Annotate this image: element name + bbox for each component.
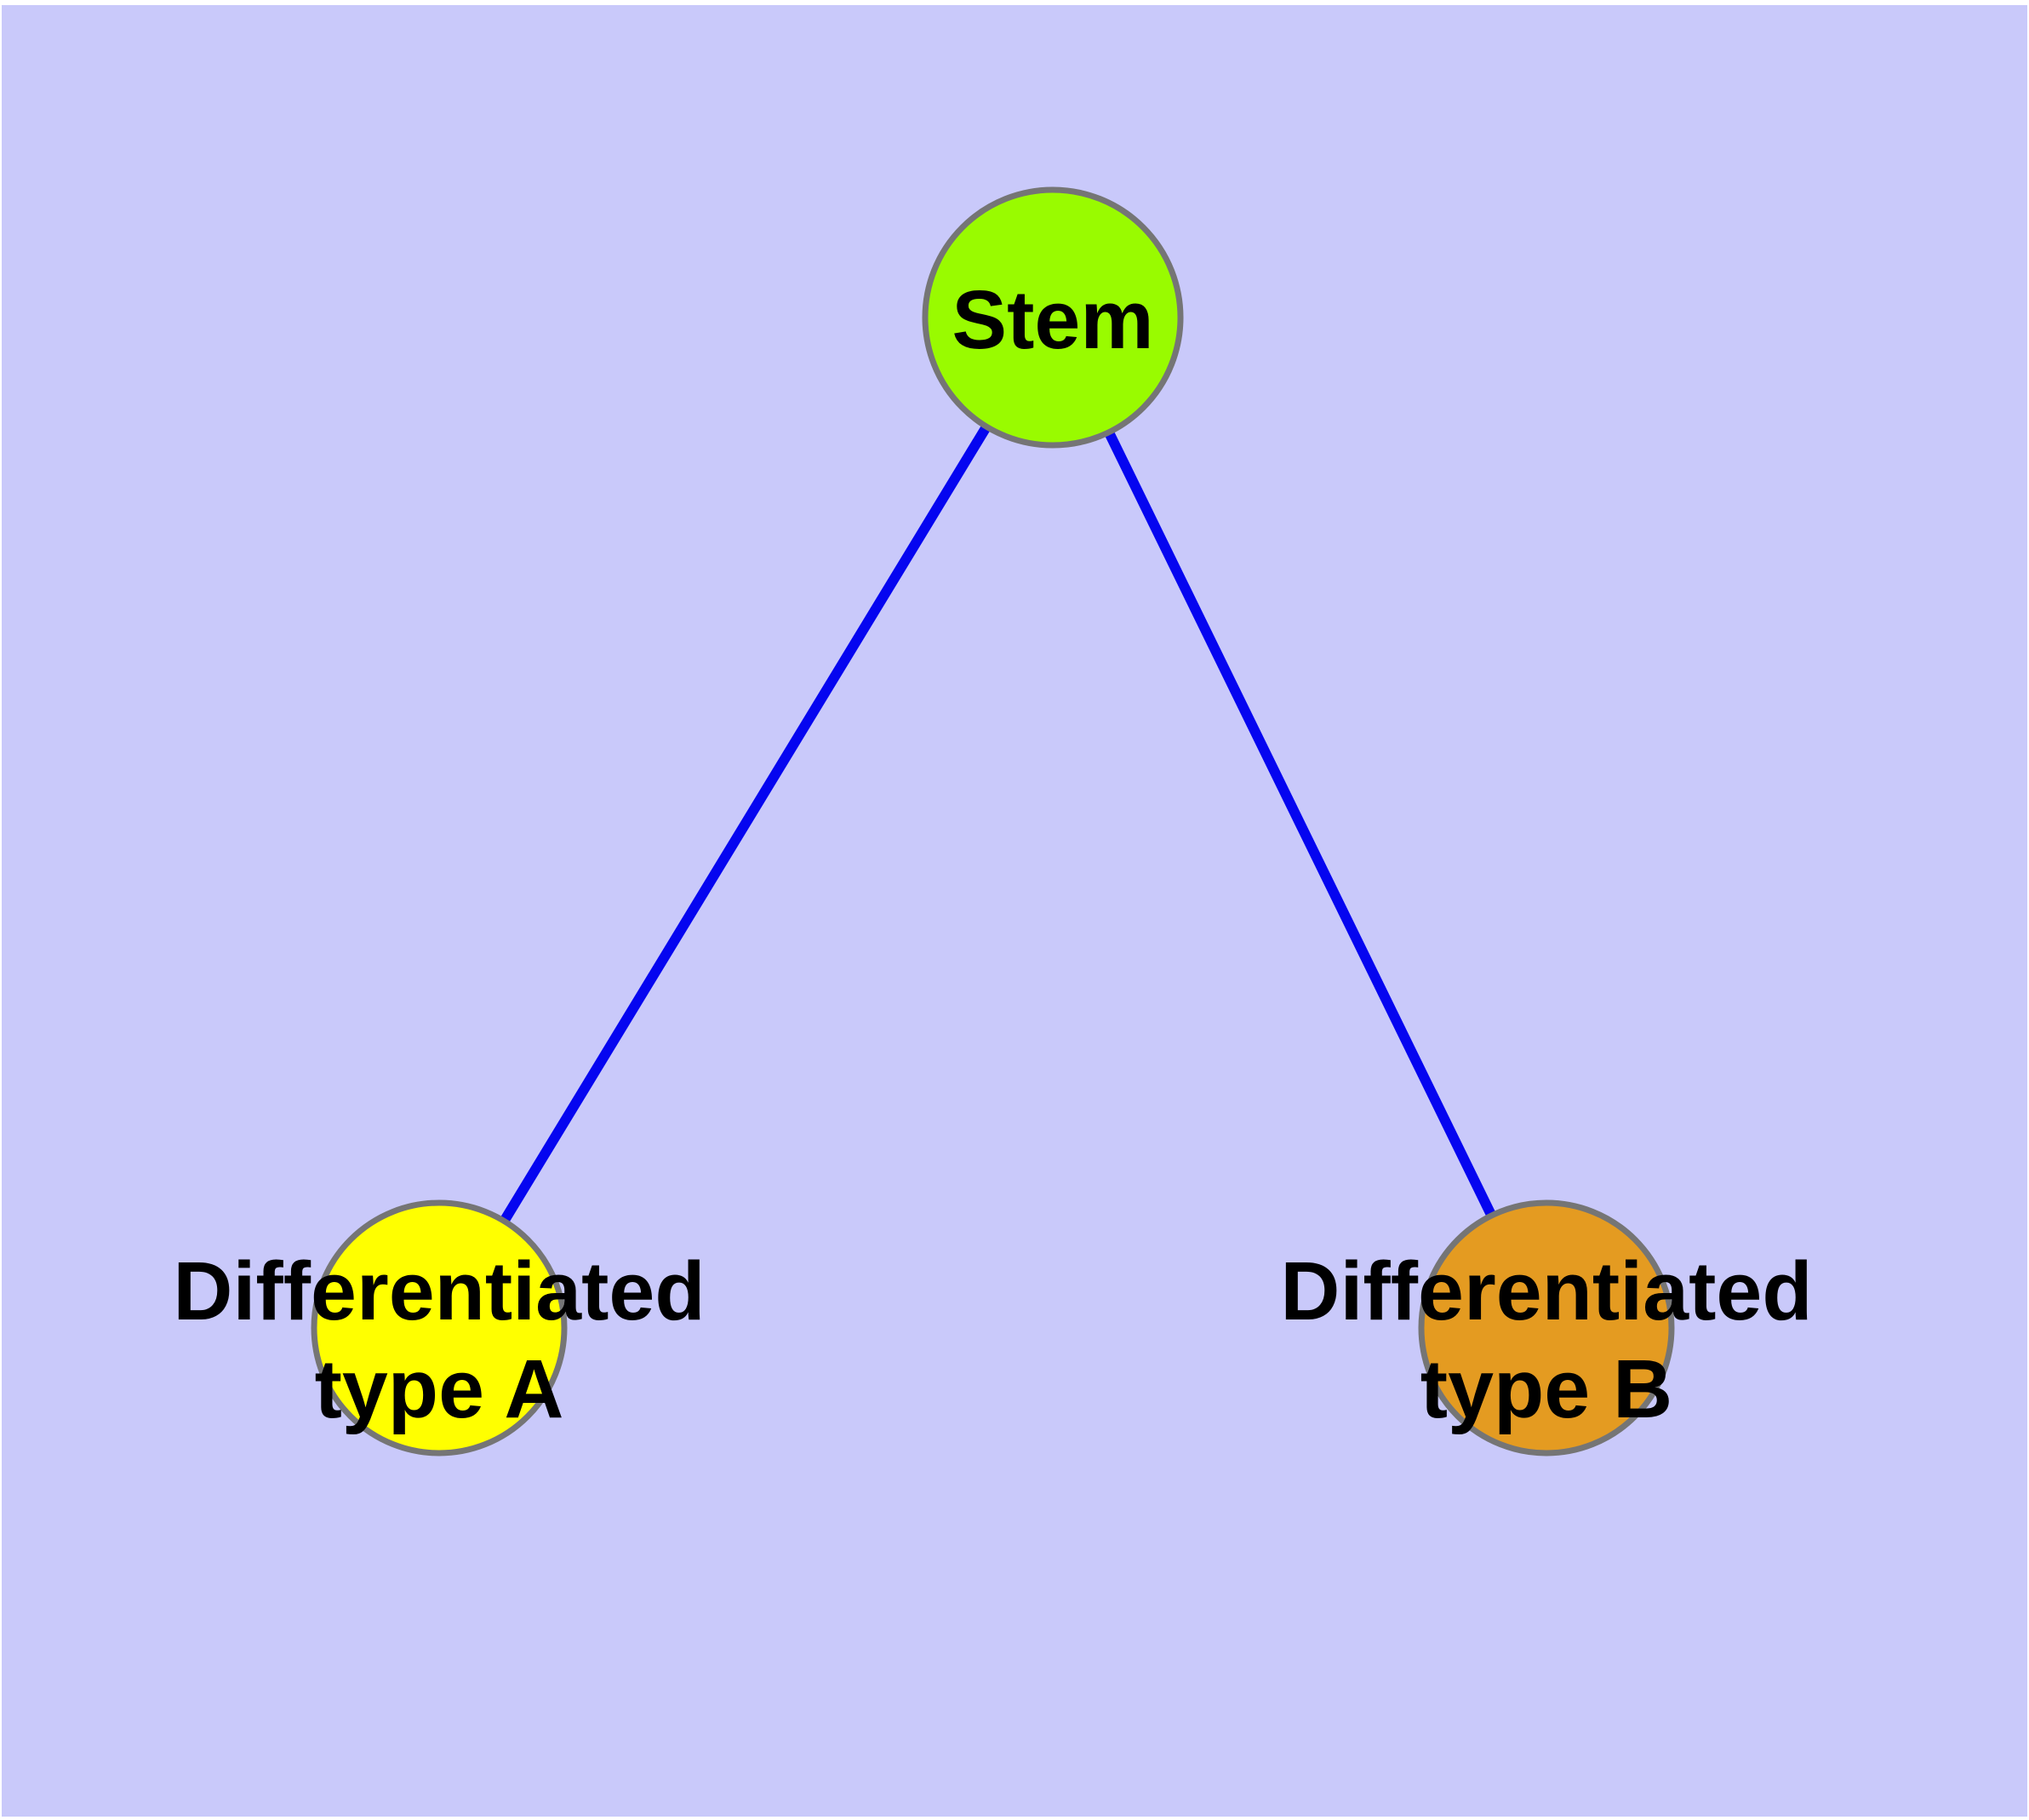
node-type-a-label-line1: Differentiated	[173, 1245, 705, 1337]
node-type-b-label-line1: Differentiated	[1280, 1245, 1812, 1337]
node-stem-label: Stem	[952, 273, 1153, 366]
node-differentiated-type-a[interactable]	[311, 1199, 568, 1457]
edge-stem-to-type-b	[1048, 315, 1552, 1331]
node-type-b-label-line2: type B	[1420, 1342, 1672, 1435]
node-type-a-label-line2: type A	[315, 1342, 564, 1435]
edge-stem-to-type-a	[434, 314, 1058, 1331]
node-differentiated-type-b[interactable]	[1418, 1199, 1675, 1457]
node-stem[interactable]	[922, 186, 1184, 449]
